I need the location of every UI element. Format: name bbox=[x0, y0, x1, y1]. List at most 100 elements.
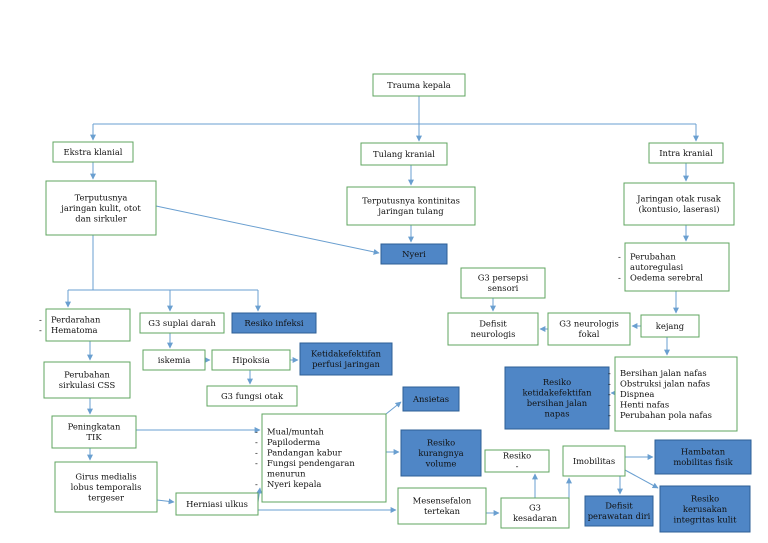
node-box bbox=[397, 487, 487, 525]
node-text-line: Ekstra klanial bbox=[63, 147, 122, 157]
node-text-line: Nyeri kepala bbox=[267, 479, 321, 489]
node-box bbox=[624, 242, 730, 292]
node-ansietas: Ansietas bbox=[402, 386, 460, 412]
node-intra-kranial: Intra kranial bbox=[648, 142, 724, 164]
node-text-line: iskemia bbox=[158, 355, 191, 365]
node-text-line: Terputusnya kontinitas bbox=[362, 196, 460, 206]
node-box bbox=[623, 182, 735, 226]
node-text-line: bersihan jalan bbox=[527, 398, 588, 408]
diagnosis-box bbox=[380, 243, 448, 265]
node-text-line: (kontusio, laserasi) bbox=[638, 204, 719, 214]
node-text-line: ketidakefektifan bbox=[522, 388, 592, 398]
connector-layer bbox=[65, 96, 699, 516]
node-text-line: Perubahan bbox=[64, 370, 110, 380]
node-iskemia: iskemia bbox=[142, 349, 206, 371]
node-box bbox=[372, 73, 466, 97]
node-text-line: Resiko infeksi bbox=[244, 318, 304, 328]
node-gejala-napas: -Bersihan jalan nafas-Obstruksi jalan na… bbox=[608, 356, 738, 432]
node-text-line: Perubahan pola nafas bbox=[620, 410, 712, 420]
node-box bbox=[43, 361, 131, 399]
node-text-line: G3 suplai darah bbox=[148, 318, 216, 328]
bullet-dash: - bbox=[608, 410, 611, 420]
node-text-line: Resiko bbox=[543, 377, 571, 387]
node-g3-fungsi-otak: G3 fungsi otak bbox=[206, 385, 298, 407]
node-box bbox=[45, 308, 131, 342]
bullet-dash: - bbox=[39, 325, 42, 335]
node-box bbox=[346, 186, 476, 226]
node-g3-suplai: G3 suplai darah bbox=[139, 312, 225, 334]
node-text-line: Defisit bbox=[605, 501, 633, 511]
node-box bbox=[52, 141, 134, 163]
node-imobilitas: Imobilitas bbox=[562, 445, 626, 477]
connector-gejala-to-ansietas bbox=[385, 401, 402, 415]
node-text-line: kesadaran bbox=[513, 513, 558, 523]
node-text-line: napas bbox=[544, 409, 569, 419]
node-text-line: Peningkatan bbox=[68, 422, 121, 432]
diagnosis-box bbox=[402, 386, 460, 412]
node-text-line: Mesensefalon bbox=[413, 496, 472, 506]
node-box bbox=[547, 312, 631, 346]
node-text-line: kurangnya bbox=[418, 448, 463, 458]
node-text-line: tertekan bbox=[424, 506, 461, 516]
node-text-line: dan sirkuler bbox=[75, 213, 127, 223]
node-text-line: Intra kranial bbox=[659, 148, 713, 158]
node-text-line: Herniasi ulkus bbox=[186, 499, 248, 509]
node-text-line: G3 fungsi otak bbox=[221, 391, 284, 401]
node-text-line: Resiko bbox=[691, 493, 719, 503]
node-box bbox=[640, 314, 700, 338]
node-text-line: Henti nafas bbox=[620, 399, 669, 409]
node-text-line: perawatan diri bbox=[588, 511, 651, 521]
bullet-dash: - bbox=[608, 368, 611, 378]
node-text-line: Ansietas bbox=[412, 394, 449, 404]
node-box bbox=[360, 142, 448, 166]
node-jaringan-otak: Jaringan otak rusak(kontusio, laserasi) bbox=[623, 182, 735, 226]
diagnosis-box bbox=[654, 439, 752, 475]
node-text-line: Tulang kranial bbox=[373, 149, 435, 159]
node-box bbox=[51, 415, 137, 449]
node-resiko-infeksi: Resiko infeksi bbox=[231, 312, 317, 334]
node-text-line: jaringan kulit, otot bbox=[60, 203, 141, 213]
node-text-line: Nyeri bbox=[402, 249, 426, 259]
node-herniasi-ulkus: Herniasi ulkus bbox=[175, 492, 259, 516]
node-text-line: kerusakan bbox=[683, 504, 728, 514]
node-tulang-kranial: Tulang kranial bbox=[360, 142, 448, 166]
bullet-dash: - bbox=[608, 378, 611, 388]
node-text-line: Hematoma bbox=[51, 325, 98, 335]
node-box bbox=[484, 449, 550, 473]
node-text-line: Pandangan kabur bbox=[267, 448, 342, 458]
bullet-dash: - bbox=[255, 479, 258, 489]
node-text-line: sirkulasi CSS bbox=[59, 380, 116, 390]
node-box bbox=[500, 497, 570, 529]
node-box bbox=[614, 356, 738, 432]
node-kejang: kejang bbox=[640, 314, 700, 338]
bullet-dash: - bbox=[608, 389, 611, 399]
node-box bbox=[261, 413, 387, 503]
diagnosis-box bbox=[504, 366, 610, 430]
bullet-dash: - bbox=[255, 437, 258, 447]
connector-girus-to-herniasi bbox=[156, 498, 175, 505]
bullet-dash: - bbox=[39, 315, 42, 325]
node-text-line: - bbox=[516, 461, 519, 471]
node-nyeri: Nyeri bbox=[380, 243, 448, 265]
node-text-line: G3 persepsi bbox=[478, 273, 529, 283]
node-text-line: G3 bbox=[529, 503, 541, 513]
node-box bbox=[562, 445, 626, 477]
node-box bbox=[175, 492, 259, 516]
node-box bbox=[139, 312, 225, 334]
node-text-line: Obstruksi jalan nafas bbox=[620, 378, 710, 388]
node-trauma-kepala: Trauma kepala bbox=[372, 73, 466, 97]
node-text-line: tergeser bbox=[88, 492, 124, 502]
node-gejala-tik: -Mual/muntah-Papiloderma-Pandangan kabur… bbox=[255, 413, 387, 503]
node-hipoksia: Hipoksia bbox=[211, 349, 291, 371]
